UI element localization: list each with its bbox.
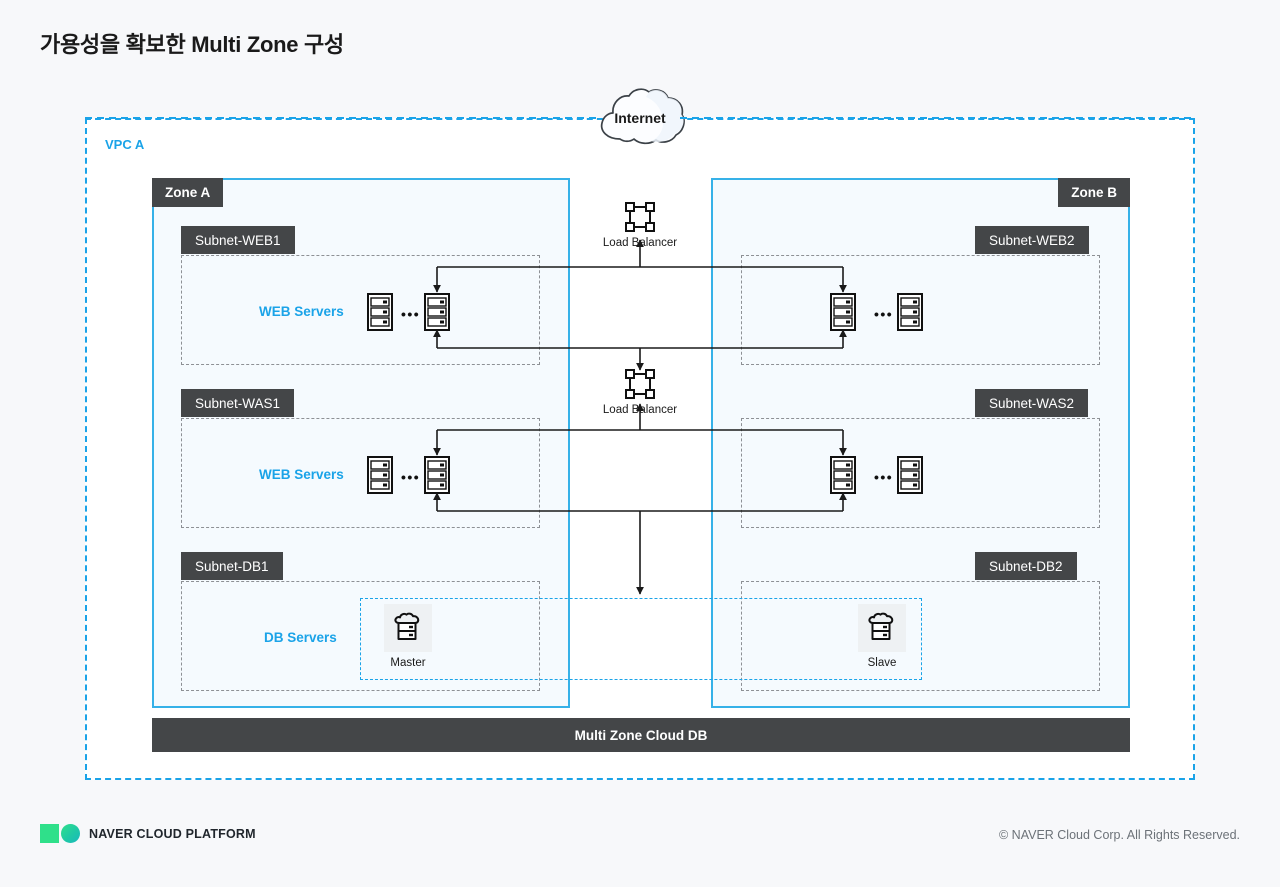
server-ellipsis: ••• <box>874 306 894 322</box>
load-balancer-web-label: Load Balancer <box>602 237 678 249</box>
subnet-was2-label: Subnet-WAS2 <box>975 389 1089 417</box>
multi-zone-db-group <box>360 598 922 680</box>
db-master-label: Master <box>390 657 426 669</box>
server-icon <box>367 456 393 494</box>
web-servers-label-2: WEB Servers <box>259 467 344 482</box>
web-servers-label-1: WEB Servers <box>259 304 344 319</box>
load-balancer-web: Load Balancer <box>580 200 700 249</box>
cloud-db-icon <box>858 604 906 652</box>
db-servers-label: DB Servers <box>264 630 337 645</box>
logo-mark-icon <box>40 824 80 843</box>
server-icon <box>897 293 923 331</box>
server-icon <box>424 293 450 331</box>
server-icon <box>367 293 393 331</box>
multi-zone-cloud-db-bar: Multi Zone Cloud DB <box>152 718 1130 752</box>
page-title: 가용성을 확보한 Multi Zone 구성 <box>40 32 344 57</box>
logo-wordmark: NAVER CLOUD PLATFORM <box>89 827 256 841</box>
db-slave-label: Slave <box>867 657 897 669</box>
logo-suffix: CLOUD PLATFORM <box>136 826 256 841</box>
subnet-web1-label: Subnet-WEB1 <box>181 226 295 254</box>
load-balancer-icon <box>625 202 655 232</box>
server-ellipsis: ••• <box>401 306 421 322</box>
server-ellipsis: ••• <box>874 469 894 485</box>
vpc-label: VPC A <box>105 137 145 152</box>
copyright-text: © NAVER Cloud Corp. All Rights Reserved. <box>998 828 1240 842</box>
subnet-was1-label: Subnet-WAS1 <box>181 389 295 417</box>
cloud-icon <box>600 88 685 145</box>
db-node-slave: Slave <box>837 604 927 669</box>
naver-cloud-platform-logo: NAVER CLOUD PLATFORM <box>40 824 256 843</box>
subnet-was1-box <box>181 418 540 528</box>
subnet-db1-label: Subnet-DB1 <box>181 552 283 580</box>
load-balancer-was-label: Load Balancer <box>602 404 678 416</box>
db-node-master: Master <box>363 604 453 669</box>
load-balancer-was: Load Balancer <box>580 367 700 416</box>
internet-node: Internet <box>594 85 686 151</box>
subnet-was2-box <box>741 418 1100 528</box>
subnet-web2-box <box>741 255 1100 365</box>
server-icon <box>424 456 450 494</box>
load-balancer-icon <box>625 369 655 399</box>
zone-a-label: Zone A <box>152 178 224 207</box>
logo-brand: NAVER <box>89 826 133 841</box>
server-icon <box>830 293 856 331</box>
server-icon <box>897 456 923 494</box>
subnet-db2-label: Subnet-DB2 <box>975 552 1077 580</box>
internet-label: Internet <box>614 110 666 126</box>
cloud-db-icon <box>384 604 432 652</box>
server-icon <box>830 456 856 494</box>
subnet-db2-box <box>741 581 1100 691</box>
server-ellipsis: ••• <box>401 469 421 485</box>
subnet-web1-box <box>181 255 540 365</box>
subnet-web2-label: Subnet-WEB2 <box>975 226 1089 254</box>
zone-b-label: Zone B <box>1058 178 1130 207</box>
subnet-db1-box <box>181 581 540 691</box>
